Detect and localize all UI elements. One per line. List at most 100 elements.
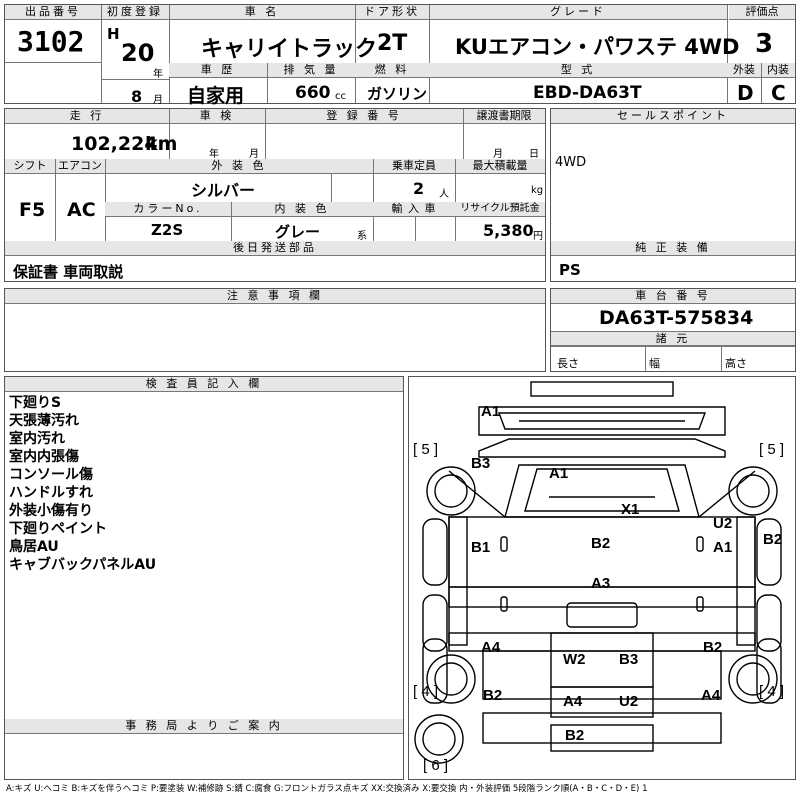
ac: AC — [67, 199, 96, 221]
chassis-number: DA63T-575834 — [599, 307, 754, 329]
damage-mark: B1 — [471, 539, 491, 556]
note-line: 室内内張傷 — [9, 449, 79, 465]
damage-mark: A1 — [481, 403, 501, 420]
damage-mark: U2 — [619, 693, 639, 710]
damage-mark: A4 — [701, 687, 721, 704]
note-line: 下廻りS — [9, 395, 62, 411]
score-label: 評価点 — [729, 5, 795, 20]
truck-outline — [414, 381, 782, 764]
tire-front-left: [ 5 ] — [413, 441, 439, 458]
details-box: 走 行 車 検 登 録 番 号 譲渡書期限 102,224 km 年 月 月 日… — [4, 108, 546, 282]
first-reg-label: 初度登録 — [101, 5, 169, 20]
era: H — [107, 25, 120, 43]
damage-mark: B2 — [591, 535, 611, 552]
month-unit: 月 — [153, 95, 163, 106]
note-line: ハンドルすれ — [9, 485, 93, 501]
inspection-label: 車 検 — [169, 109, 265, 124]
damage-mark: B3 — [471, 455, 491, 472]
reg-month: 8 — [131, 87, 143, 106]
regno-label: 登 録 番 号 — [265, 109, 463, 124]
mileage-unit: km — [145, 133, 178, 155]
load-label: 最大積載量 — [455, 159, 545, 174]
color-number: Z2S — [151, 221, 184, 239]
shift-label: シフト — [5, 159, 55, 174]
import-label: 輸 入 車 — [373, 202, 455, 217]
exterior-grade: D — [737, 81, 754, 105]
spec-label: 諸 元 — [551, 331, 795, 346]
damage-mark: U2 — [713, 515, 733, 532]
ac-label: エアコン — [55, 159, 105, 174]
sales-box: セールスポイント 4WD 純 正 装 備 PS — [550, 108, 796, 282]
header-box: 出品番号 初度登録 車 名 ドア形状 グレード 評価点 3102 H 20 年 … — [4, 4, 796, 107]
damage-mark: X1 — [621, 501, 640, 518]
chassis-label: 車 台 番 号 — [551, 289, 795, 304]
exterior-color: シルバー — [191, 181, 256, 200]
equipment: PS — [559, 261, 581, 279]
year-unit: 年 — [153, 69, 163, 80]
damage-mark: A3 — [591, 575, 611, 592]
recycle-fee: 5,380 — [483, 221, 534, 240]
chassis-box: 車 台 番 号 DA63T-575834 諸 元 長さ 幅 高さ — [550, 288, 796, 372]
seats-label: 乗車定員 — [373, 159, 455, 174]
caution-label: 注 意 事 項 欄 — [5, 289, 545, 304]
note-line: コンソール傷 — [9, 467, 93, 483]
damage-mark: A1 — [549, 465, 569, 482]
score: 3 — [755, 29, 774, 59]
lot-number: 3102 — [17, 25, 85, 58]
later-parts: 保証書 車両取説 — [13, 263, 124, 281]
door-label: ドア形状 — [355, 5, 429, 20]
cc-unit: cc — [335, 91, 346, 102]
note-line: 天張薄汚れ — [9, 413, 79, 429]
damage-mark: A1 — [713, 539, 733, 556]
history-label: 車 歴 — [169, 63, 267, 78]
recycle-unit: 円 — [533, 231, 543, 242]
tire-rear-left: [ 4 ] — [413, 683, 439, 700]
interior-unit: 系 — [357, 231, 367, 242]
int-label: 内装 — [761, 63, 795, 78]
tire-spare: [ 6 ] — [423, 757, 449, 774]
transfer-label: 譲渡書期限 — [463, 109, 545, 124]
model-label: 型 式 — [429, 63, 727, 78]
inspector-label: 検 査 員 記 入 欄 — [5, 377, 403, 392]
shift: F5 — [19, 199, 46, 221]
note-line: 下廻りペイント — [9, 521, 107, 537]
note-line: 外装小傷有り — [9, 503, 93, 519]
model-code: EBD-DA63T — [533, 83, 642, 103]
seats-unit: 人 — [439, 189, 449, 200]
vehicle-diagram: [ 5 ] [ 5 ] [ 4 ] [ 4 ] [ 6 ] A1 B3 A1 X… — [408, 376, 796, 780]
color-label: 外 装 色 — [105, 159, 373, 174]
name-label: 車 名 — [169, 5, 355, 20]
note-line: キャブバックパネルAU — [9, 557, 157, 573]
transfer-day-unit: 日 — [529, 149, 539, 160]
fuel: ガソリン — [367, 85, 428, 103]
load-unit: kg — [531, 185, 544, 196]
ext-label: 外装 — [727, 63, 761, 78]
inspector-notes: 下廻りS 天張薄汚れ 室内汚れ 室内内張傷 コンソール傷 ハンドルすれ 外装小傷… — [9, 394, 156, 574]
note-line: 室内汚れ — [9, 431, 65, 447]
height-label: 高さ — [725, 357, 747, 370]
tire-rear-right: [ 4 ] — [759, 683, 785, 700]
length-label: 長さ — [557, 357, 579, 370]
sales-label: セールスポイント — [551, 109, 795, 124]
damage-mark: A4 — [563, 693, 583, 710]
colorno-label: カラーNo. — [105, 202, 231, 217]
grade-label: グレード — [429, 5, 727, 20]
note-line: 鳥居AU — [9, 539, 59, 555]
fuel-label: 燃 料 — [355, 63, 429, 78]
caution-box: 注 意 事 項 欄 — [4, 288, 546, 372]
inspector-box: 検 査 員 記 入 欄 下廻りS 天張薄汚れ 室内汚れ 室内内張傷 コンソール傷… — [4, 376, 404, 780]
insp-month-unit: 月 — [249, 149, 259, 160]
mileage-label: 走 行 — [5, 109, 169, 124]
seats: 2 — [413, 179, 425, 198]
later-label: 後日発送部品 — [5, 241, 545, 256]
displacement: 660 — [295, 83, 331, 103]
car-name: キャリイトラック — [201, 37, 378, 62]
reg-year: 20 — [121, 39, 155, 67]
office-label: 事 務 局 よ り ご 案 内 — [5, 719, 403, 734]
damage-mark: B2 — [565, 727, 585, 744]
damage-mark: W2 — [563, 651, 586, 668]
interior-grade: C — [771, 81, 786, 105]
interior-label: 内 装 色 — [231, 202, 373, 217]
interior-color: グレー — [275, 223, 321, 241]
mileage: 102,224 — [71, 133, 158, 155]
